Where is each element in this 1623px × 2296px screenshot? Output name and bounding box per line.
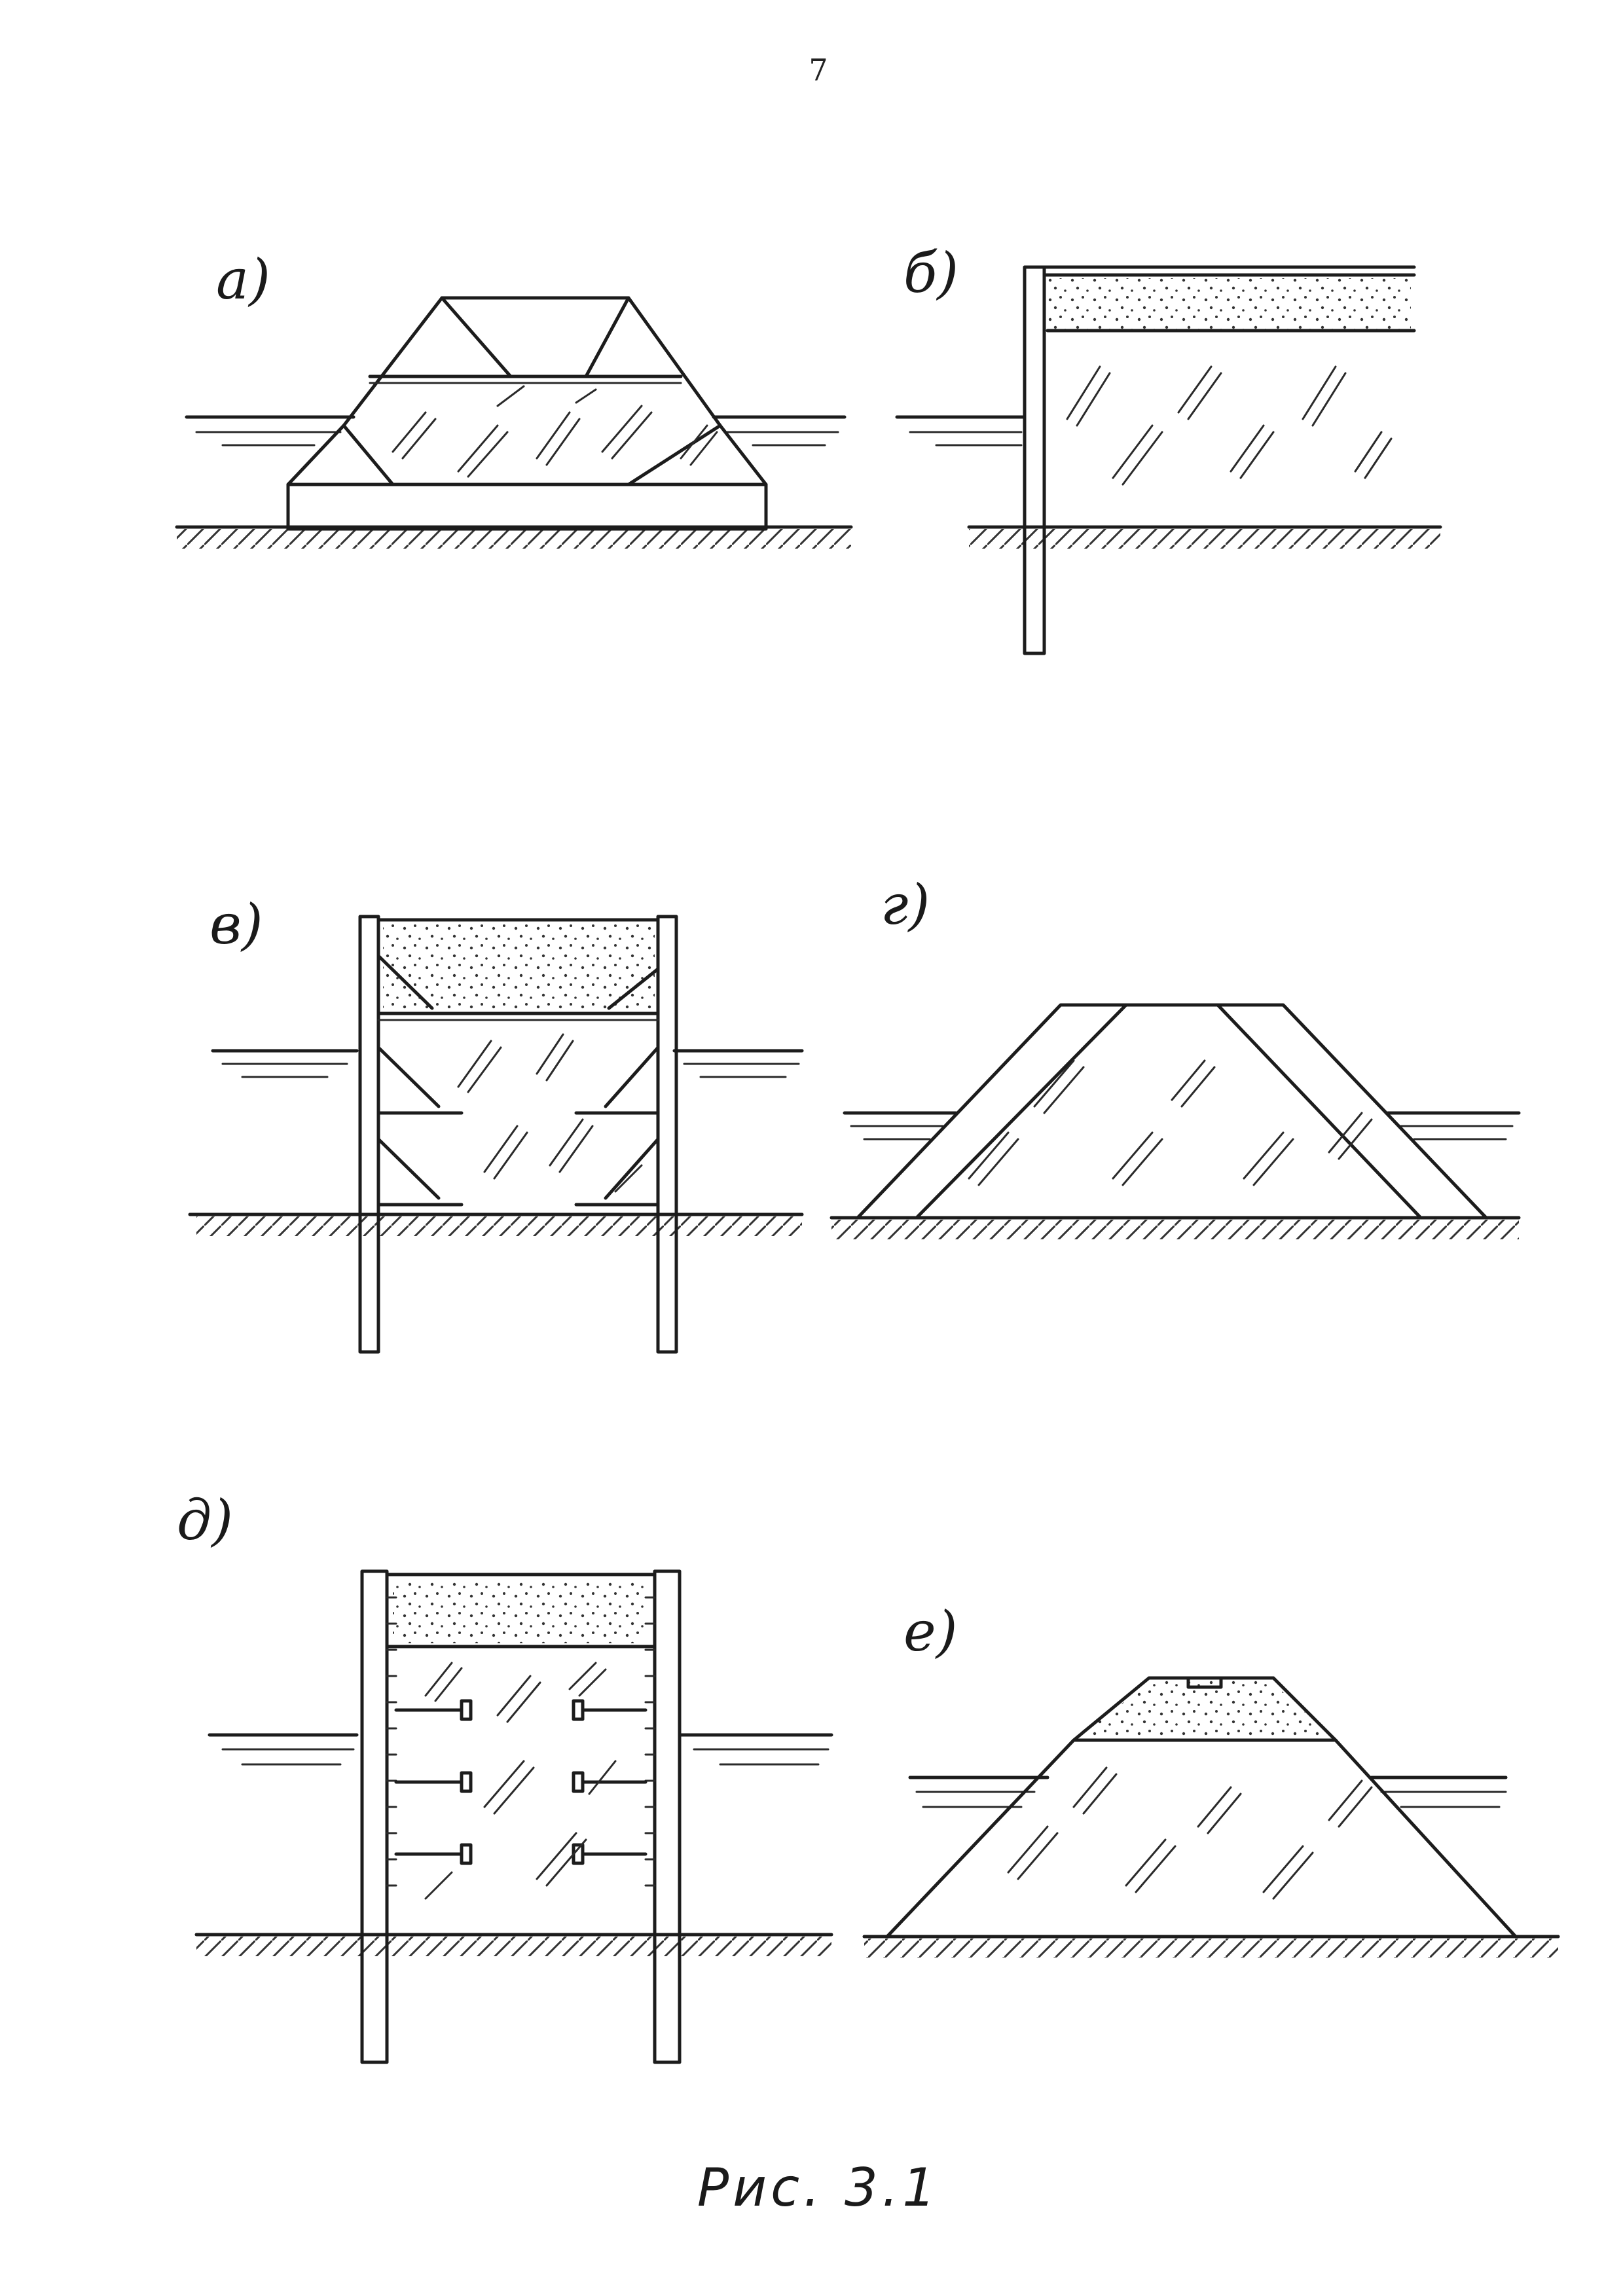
panel-b-drawing [895, 265, 1442, 655]
panel-label-v: в) [210, 892, 263, 957]
panel-a-drawing [175, 296, 853, 549]
panel-label-g: г) [881, 873, 930, 937]
panel-v-drawing [188, 915, 804, 1354]
figure-caption: Рис. 3.1 [697, 2157, 940, 2218]
panel-d-drawing [194, 1569, 833, 2064]
panel-label-b: б) [903, 241, 959, 305]
panel-label-d: д) [177, 1488, 234, 1552]
panel-g-drawing [830, 1003, 1521, 1239]
panel-label-e: е) [903, 1599, 958, 1664]
panel-label-a: а) [216, 247, 270, 312]
panel-e-drawing [862, 1676, 1560, 1958]
page-number: 7 [809, 52, 828, 88]
